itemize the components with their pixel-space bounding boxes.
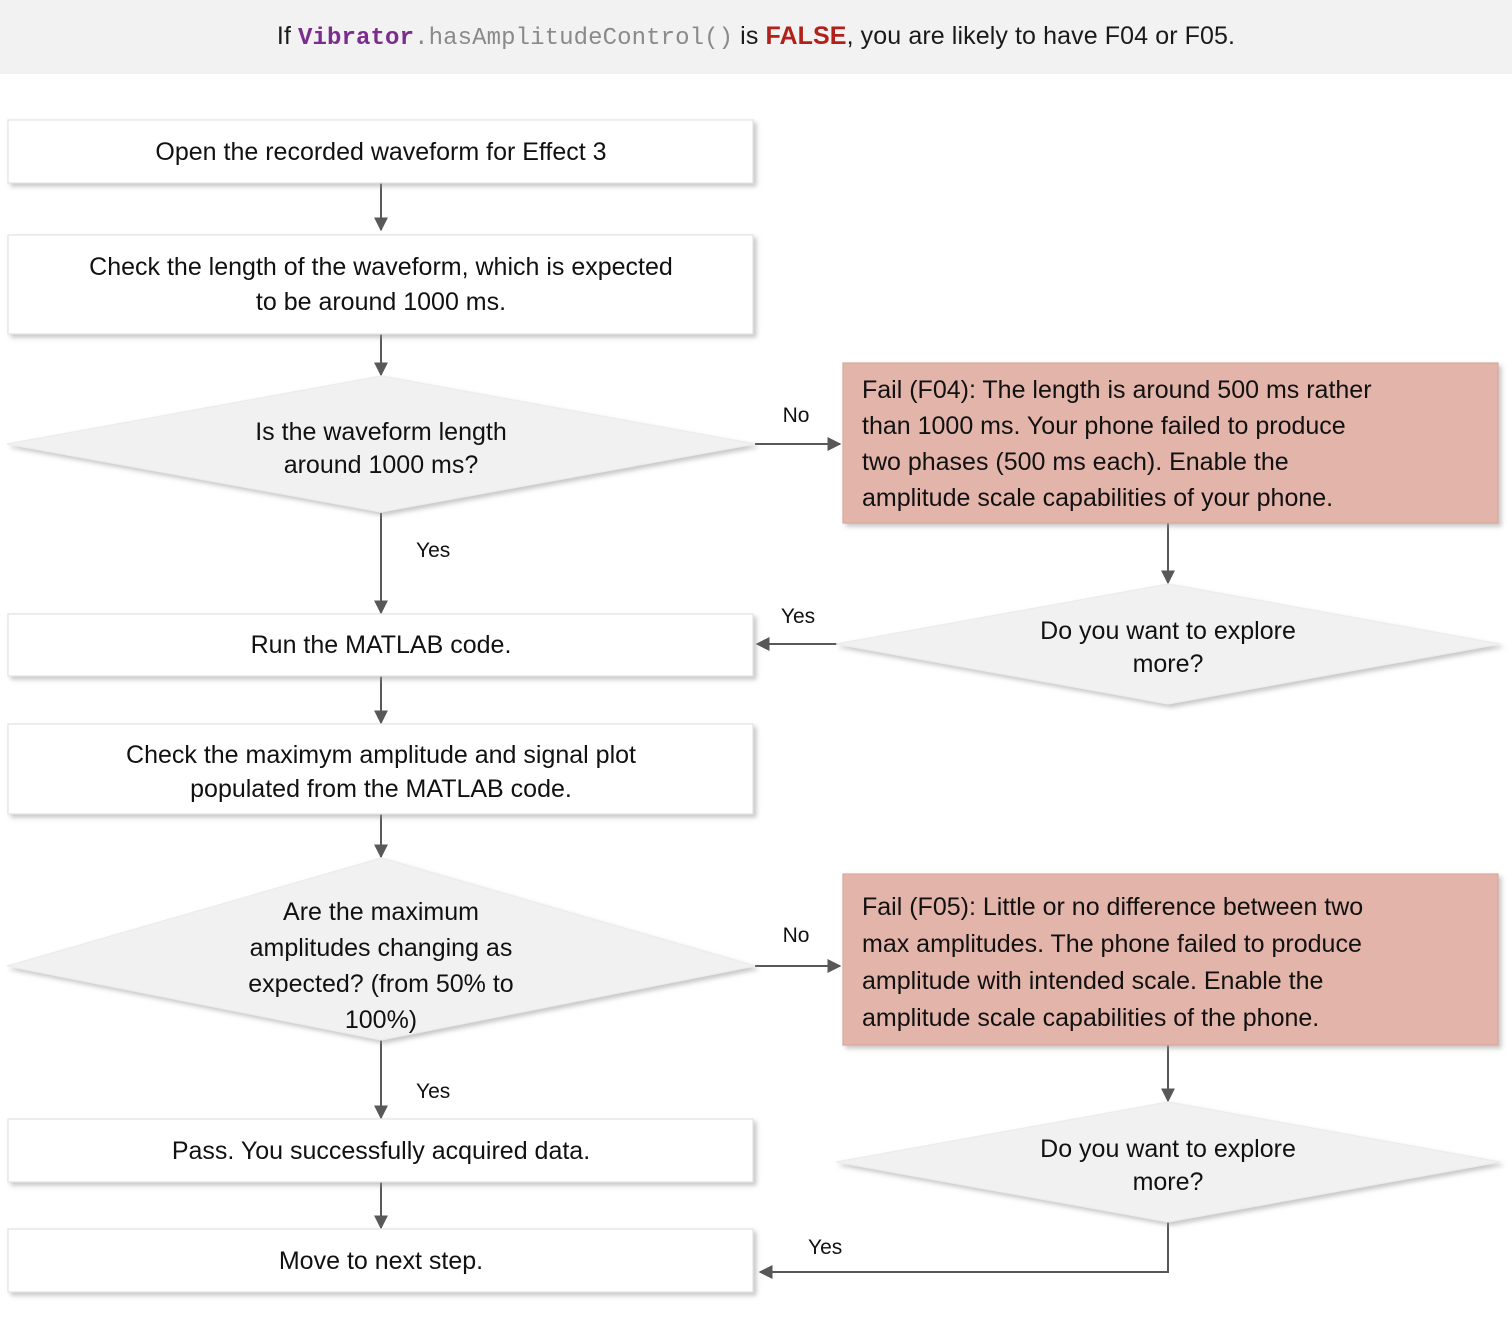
node-run-matlab-line-0: Run the MATLAB code. [251,631,512,659]
node-fail-f04-rest-0: : The length is around 500 ms rather [969,376,1372,404]
header-prefix: If [276,22,299,50]
node-fail-f05-line-0: Fail (F05): Little or no difference betw… [862,893,1363,921]
node-decision-amplitude-line-0: Are the maximum [283,898,479,926]
code-class-name: Vibrator [298,25,415,52]
node-run-matlab[interactable]: Run the MATLAB code. [7,613,754,677]
node-fail-f04-line-0: Fail (F04): The length is around 500 ms … [862,376,1372,404]
node-open-waveform[interactable]: Open the recorded waveform for Effect 3 [7,119,754,184]
edge-labels-layer: No Yes Yes No Yes Yes [416,404,842,1259]
node-explore-bottom-line-1: more? [1133,1168,1204,1196]
node-decision-amplitude-line-1: amplitudes changing as [250,934,513,962]
node-check-amplitude[interactable]: Check the maximym amplitude and signal p… [7,723,754,815]
node-check-length-line-1: to be around 1000 ms. [256,288,506,316]
node-decision-length-line-0: Is the waveform length [255,418,507,446]
edge-label-amplitude-yes: Yes [416,1080,450,1103]
node-fail-f04-line-1: than 1000 ms. Your phone failed to produ… [862,412,1346,440]
node-decision-waveform-length[interactable]: Is the waveform length around 1000 ms? [6,375,756,513]
node-explore-top-line-0: Do you want to explore [1040,617,1296,645]
node-decision-length-line-1: around 1000 ms? [284,451,479,479]
header-suffix: , you are likely to have F04 or F05. [846,22,1236,50]
edge-label-length-yes: Yes [416,539,450,562]
node-explore-more-bottom[interactable]: Do you want to explore more? [835,1101,1501,1223]
node-check-amplitude-line-0: Check the maximym amplitude and signal p… [126,741,636,769]
header-mid: is [733,22,766,50]
node-explore-top-line-1: more? [1133,650,1204,678]
node-check-length-line-0: Check the length of the waveform, which … [89,253,673,281]
node-check-length[interactable]: Check the length of the waveform, which … [7,234,754,335]
node-pass-bold-prefix: Pass. [172,1137,235,1165]
edges-layer [374,183,1175,1279]
edge-explore-bottom-yes [758,1222,1169,1279]
node-fail-f05-line-3: amplitude scale capabilities of the phon… [862,1004,1319,1032]
node-fail-f05-line-1: max amplitudes. The phone failed to prod… [862,930,1362,958]
node-fail-f04[interactable]: Fail (F04): The length is around 500 ms … [842,362,1499,524]
node-move-next-line-0: Move to next step. [279,1247,483,1275]
node-check-amplitude-line-1: populated from the MATLAB code. [190,775,572,803]
edge-label-explore-bottom-yes: Yes [808,1236,842,1259]
node-fail-f04-bold-prefix: Fail (F04) [862,376,969,404]
node-move-next-step[interactable]: Move to next step. [7,1228,754,1293]
node-pass-text: Pass. You successfully acquired data. [172,1137,590,1165]
node-fail-f05-line-2: amplitude with intended scale. Enable th… [862,967,1323,995]
node-fail-f05-rest-0: : Little or no difference between two [969,893,1363,921]
code-method-name: .hasAmplitudeControl() [414,25,734,52]
node-pass[interactable]: Pass. You successfully acquired data. [7,1118,754,1183]
node-fail-f05[interactable]: Fail (F05): Little or no difference betw… [842,873,1499,1046]
node-decision-amplitude-line-2: expected? (from 50% to [248,970,513,998]
node-open-waveform-line-0: Open the recorded waveform for Effect 3 [155,138,606,166]
bool-false-literal: FALSE [765,22,847,50]
header-statement: If Vibrator.hasAmplitudeControl() is FAL… [277,22,1235,52]
node-decision-amplitudes[interactable]: Are the maximum amplitudes changing as e… [6,857,756,1041]
node-fail-f04-line-3: amplitude scale capabilities of your pho… [862,484,1333,512]
node-pass-rest: You successfully acquired data. [234,1137,590,1165]
edge-label-length-no: No [783,404,810,427]
node-explore-more-top[interactable]: Do you want to explore more? [835,583,1501,705]
node-decision-amplitude-line-3: 100%) [345,1006,417,1034]
edge-label-amplitude-no: No [783,924,810,947]
node-explore-bottom-line-0: Do you want to explore [1040,1135,1296,1163]
edge-label-explore-top-yes: Yes [781,605,815,628]
header-banner: If Vibrator.hasAmplitudeControl() is FAL… [0,0,1512,74]
node-fail-f05-bold-prefix: Fail (F05) [862,893,969,921]
node-fail-f04-line-2: two phases (500 ms each). Enable the [862,448,1289,476]
